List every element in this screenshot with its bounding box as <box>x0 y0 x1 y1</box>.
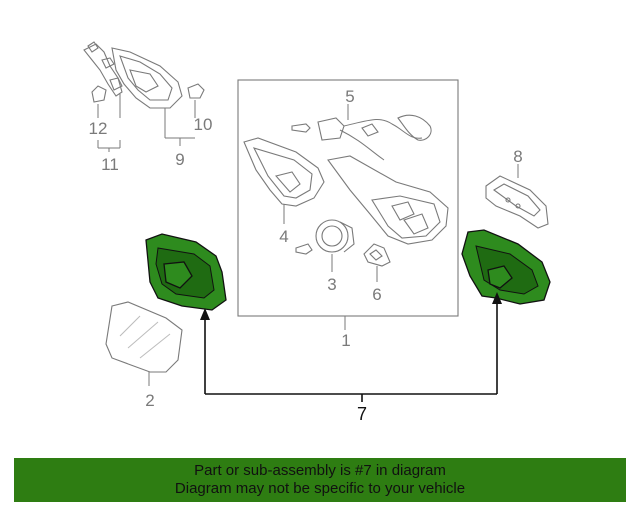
callout-10: 10 <box>194 115 213 134</box>
info-banner: Part or sub-assembly is #7 in diagram Di… <box>14 458 626 502</box>
mirror-glass-part-2 <box>105 301 183 373</box>
mirror-housing-part <box>327 155 449 245</box>
clip-part-12 <box>91 85 107 103</box>
actuator-part-3 <box>315 219 355 253</box>
callout-8: 8 <box>513 147 522 166</box>
gasket-part-6 <box>363 243 391 267</box>
callout-2: 2 <box>145 391 154 410</box>
screw-part <box>291 123 311 133</box>
turn-signal-part-8 <box>485 175 549 229</box>
callout-5: 5 <box>345 87 354 106</box>
callout-11: 11 <box>101 155 119 174</box>
skull-cap-left-part-7 <box>145 233 227 311</box>
callout-7: 7 <box>357 404 367 424</box>
assembly-box <box>237 79 459 317</box>
wire-harness-part-5 <box>317 114 432 161</box>
banner-line-2: Diagram may not be specific to your vehi… <box>174 480 466 497</box>
callout-9: 9 <box>175 150 184 169</box>
screw-part-b <box>295 243 313 255</box>
cover-part-4 <box>243 137 325 207</box>
callout-4: 4 <box>279 227 288 246</box>
skull-cap-right-part-7 <box>461 229 551 305</box>
callout-12: 12 <box>89 119 108 138</box>
harness-part <box>83 41 123 97</box>
callout-6: 6 <box>372 285 381 304</box>
callout-7-bracket <box>200 292 502 402</box>
callout-1: 1 <box>341 331 350 350</box>
banner-line-1: Part or sub-assembly is #7 in diagram <box>194 462 446 479</box>
mirror-base-part <box>111 47 183 109</box>
callout-3: 3 <box>327 275 336 294</box>
screw-part-10 <box>187 83 205 99</box>
